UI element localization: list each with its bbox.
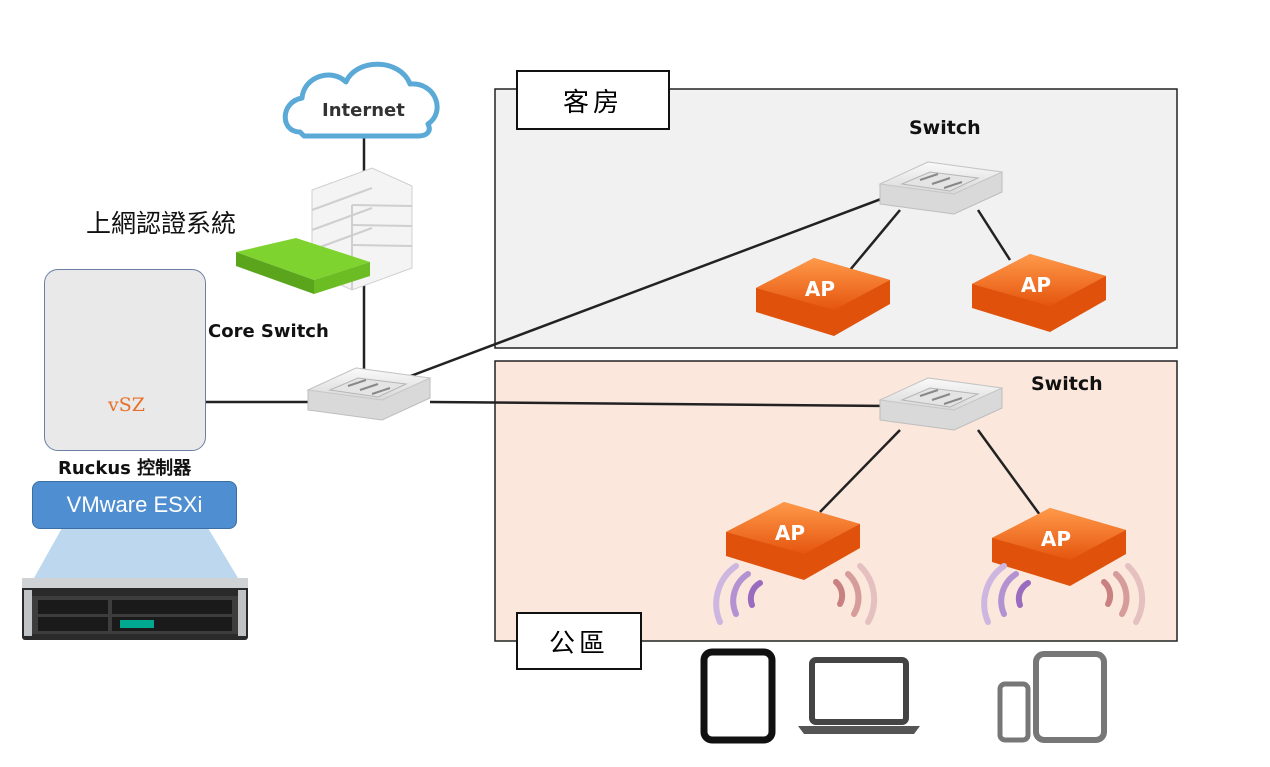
core-switch-label: Core Switch — [208, 321, 329, 342]
public-area-label: 公區 — [516, 612, 642, 670]
internet-cloud-icon — [282, 61, 440, 139]
internet-label: Internet — [322, 100, 405, 121]
laptop-icon — [798, 657, 920, 734]
tablet-icon — [700, 648, 776, 744]
network-links — [205, 130, 1042, 516]
guest-switch-label: Switch — [909, 117, 981, 139]
esxi-badge: VMware ESXi — [32, 481, 237, 529]
auth-appliance-icon — [236, 238, 370, 294]
esxi-projection — [34, 528, 238, 578]
wifi-signal-icon — [713, 563, 878, 625]
rack-server-icon — [22, 578, 248, 640]
wifi-signal-icon — [981, 563, 1146, 625]
vsz-label: vSZ — [108, 394, 145, 416]
phone-icon — [997, 681, 1031, 743]
vsz-controller-card — [44, 269, 206, 451]
core-switch-icon — [307, 367, 431, 421]
controller-caption: Ruckus 控制器 — [58, 458, 192, 479]
tablet-icon — [1033, 651, 1107, 743]
auth-system-label: 上網認證系統 — [86, 209, 237, 238]
public-switch-label: Switch — [1031, 373, 1103, 395]
guest-room-label: 客房 — [516, 70, 670, 130]
public-area-zone — [494, 360, 1178, 642]
